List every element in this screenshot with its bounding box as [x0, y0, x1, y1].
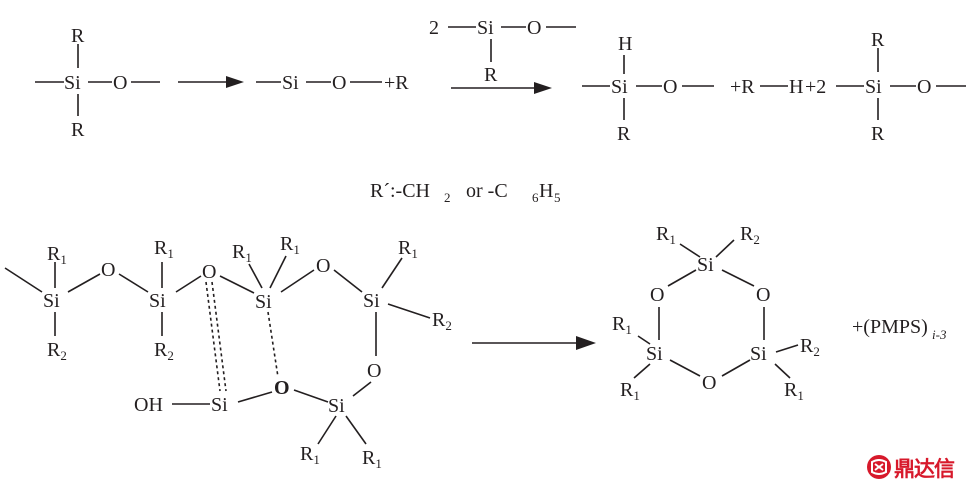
atom-r2: R2 [154, 339, 174, 363]
atom-r2: R2 [800, 335, 820, 359]
atom-r1: R1 [612, 313, 632, 337]
atom-r: R [871, 123, 885, 145]
atom-o: O [663, 76, 677, 98]
legend-h: H [539, 180, 553, 202]
atom-r1: R1 [398, 237, 418, 261]
atom-r1: R1 [47, 243, 67, 267]
reactant-siloxane: Si R R O [35, 25, 160, 141]
atom-r2: R2 [432, 309, 452, 333]
reaction-arrow-1 [178, 76, 244, 88]
atom-r2: R2 [740, 223, 760, 247]
legend-sub-6: 6 [532, 190, 539, 205]
reaction-arrow-3 [472, 336, 596, 350]
plus-r: +R [730, 76, 755, 98]
cyclic-trimer: Si R1 R2 O O Si Si R1 R1 R2 R1 O [612, 223, 820, 403]
atom-r1: R1 [232, 241, 252, 265]
atom-si: Si [64, 72, 81, 94]
atom-o: O [527, 17, 541, 39]
atom-h: H [618, 33, 632, 55]
atom-si: Si [328, 395, 345, 417]
atom-o: O [367, 360, 381, 382]
reagent-over-arrow: 2 Si O R [429, 17, 576, 86]
atom-si: Si [43, 290, 60, 312]
r-prime-legend: R´:-CH 2 or -C 6 H 5 [370, 180, 561, 205]
legend-sub-2: 2 [444, 190, 451, 205]
logo-mark-icon [867, 455, 891, 479]
atom-r: R [617, 123, 631, 145]
coefficient-2: 2 [429, 17, 439, 39]
atom-o: O [917, 76, 931, 98]
legend-sub-5: 5 [554, 190, 561, 205]
pmps-byproduct: +(PMPS) i-3 [852, 316, 947, 342]
atom-r1: R1 [784, 379, 804, 403]
plus-r: +R [384, 72, 409, 94]
pmps-subscript: i-3 [932, 327, 947, 342]
atom-r: R [71, 119, 85, 141]
atom-si: Si [255, 291, 272, 313]
atom-si: Si [611, 76, 628, 98]
atom-si: Si [750, 343, 767, 365]
atom-r: R [871, 29, 885, 51]
product-siloxane-r2: Si R R O [836, 29, 966, 145]
atom-h: H [789, 76, 803, 98]
pmps-label: +(PMPS) [852, 316, 928, 338]
watermark-logo: 鼎达信 [866, 452, 966, 482]
atom-si: Si [865, 76, 882, 98]
legend-rprime: R´:-CH [370, 180, 430, 202]
atom-o: O [202, 261, 216, 283]
atom-si: Si [646, 343, 663, 365]
atom-r1: R1 [656, 223, 676, 247]
atom-o: O [702, 372, 716, 394]
atom-si: Si [149, 290, 166, 312]
atom-r1: R1 [300, 443, 320, 467]
atom-r1: R1 [154, 237, 174, 261]
atom-o: O [756, 284, 770, 306]
atom-r: R [71, 25, 85, 47]
reaction-arrow-2 [451, 82, 552, 94]
logo-text: 鼎达信 [894, 457, 955, 481]
byproduct-rh: +R H +2 [730, 76, 826, 98]
atom-r2: R2 [47, 339, 67, 363]
atom-r1: R1 [280, 233, 300, 257]
atom-r1: R1 [362, 447, 382, 471]
atom-o-bold: O [274, 377, 290, 399]
atom-si: Si [477, 17, 494, 39]
atom-o: O [650, 284, 664, 306]
plus-2: +2 [805, 76, 826, 98]
atom-si: Si [363, 290, 380, 312]
atom-si: Si [282, 72, 299, 94]
atom-o: O [101, 259, 115, 281]
polysiloxane-chain: Si R1 R2 O Si R1 R2 O Si R1 R1 O Si R1 R… [4, 233, 452, 471]
atom-si: Si [697, 254, 714, 276]
atom-o: O [316, 255, 330, 277]
legend-or-c: or -C [466, 180, 508, 202]
atom-o: O [332, 72, 346, 94]
intermediate-radical: Si O +R [256, 72, 409, 94]
atom-si: Si [211, 394, 228, 416]
product-si-h: H Si R O [582, 33, 714, 145]
atom-r1: R1 [620, 379, 640, 403]
atom-r: R [484, 64, 498, 86]
atom-o: O [113, 72, 127, 94]
atom-oh: OH [134, 394, 163, 416]
